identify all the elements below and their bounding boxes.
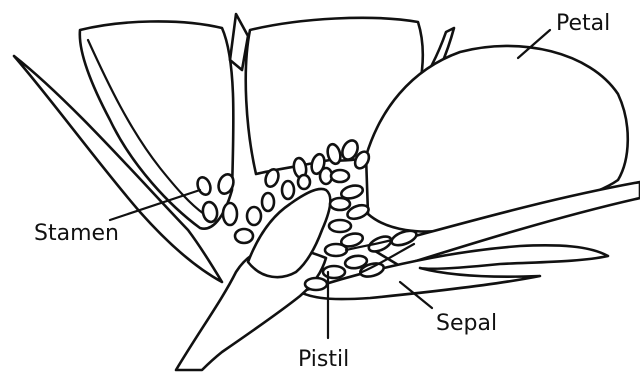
petal-label: Petal <box>556 11 610 36</box>
pistil-label: Pistil <box>298 347 349 372</box>
stamen-label: Stamen <box>34 221 119 246</box>
sepal-label: Sepal <box>436 311 497 336</box>
